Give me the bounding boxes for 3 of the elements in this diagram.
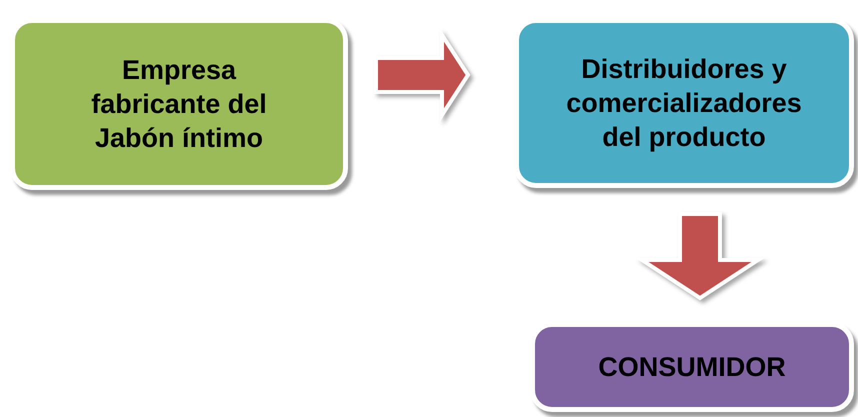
- box-label: CONSUMIDOR: [597, 351, 787, 384]
- box-label: Empresa fabricante del Jabón íntimo: [90, 54, 268, 155]
- box-label: Distribuidores y comercializadores del producto: [565, 53, 803, 154]
